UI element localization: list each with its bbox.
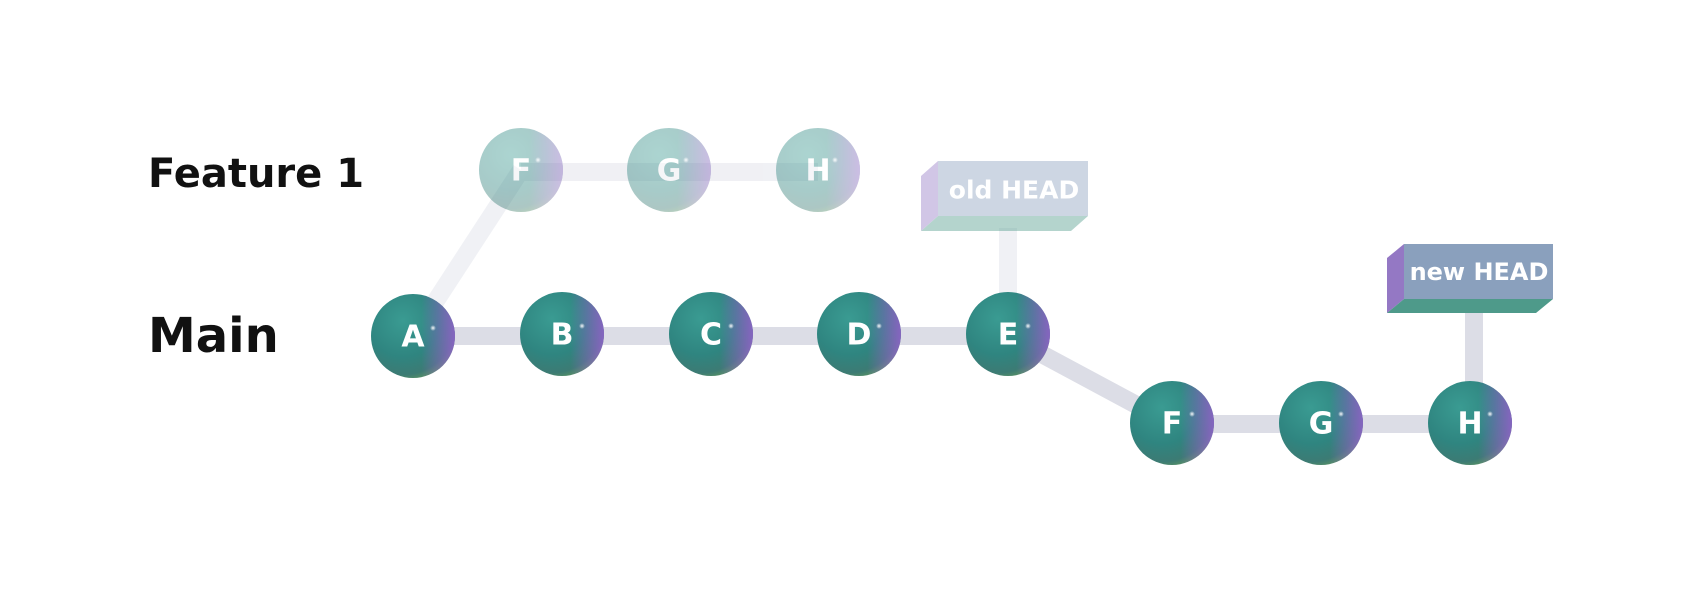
rebased-commits: F G H [1130,381,1512,465]
commit-node[interactable]: A [371,294,455,378]
old-feature-commits: F G H [479,128,860,212]
commit-node[interactable]: F [479,128,563,212]
commit-label: E [998,318,1019,353]
commit-node[interactable]: E [966,292,1050,376]
commit-node[interactable]: F [1130,381,1214,465]
commit-label: B [551,318,574,353]
commit-node[interactable]: D [817,292,901,376]
commit-label: A [401,320,425,355]
commit-node[interactable]: C [669,292,753,376]
commit-node[interactable]: G [627,128,711,212]
commit-node[interactable]: G [1279,381,1363,465]
commit-label: F [1162,407,1183,442]
commit-label: C [700,318,722,353]
commit-label: G [1309,407,1334,442]
commit-node[interactable]: H [776,128,860,212]
new-head-tag-bottom [1387,299,1553,313]
commit-node[interactable]: H [1428,381,1512,465]
new-head-tag-label: new HEAD [1410,258,1549,286]
new-head-tag: new HEAD [1387,244,1553,313]
new-head-tag-front [1404,244,1553,299]
commit-label: D [847,318,872,353]
commit-label: F [511,154,532,189]
old-head-tag-bottom [921,216,1088,231]
feature-branch-label: Feature 1 [148,151,364,197]
main-branch-label: Main [148,308,279,364]
old-head-tag-front [938,161,1088,216]
old-head-tag: old HEAD [921,161,1088,231]
commit-label: H [1457,407,1482,442]
commit-label: H [805,154,830,189]
commit-label: G [657,154,682,189]
main-commits: A B C D E [371,292,1050,378]
old-head-tag-side [921,161,938,231]
old-head-tag-label: old HEAD [949,176,1079,205]
new-head-tag-side [1387,244,1404,313]
commit-node[interactable]: B [520,292,604,376]
